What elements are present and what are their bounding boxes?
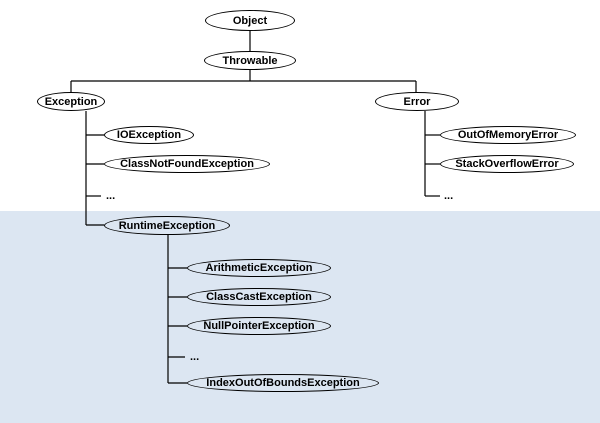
runtime-more-ellipsis: ... xyxy=(190,351,200,363)
node-classcast-exception: ClassCastException xyxy=(187,288,331,306)
node-stackoverflow-error: StackOverflowError xyxy=(440,155,574,173)
error-more-ellipsis: ... xyxy=(444,190,454,202)
node-arithmetic-exception: ArithmeticException xyxy=(187,259,331,277)
node-object: Object xyxy=(205,10,295,31)
node-runtime-exception: RuntimeException xyxy=(104,216,230,235)
node-throwable: Throwable xyxy=(204,51,296,70)
node-exception: Exception xyxy=(37,92,105,111)
node-classnotfound-exception: ClassNotFoundException xyxy=(104,155,270,173)
node-error: Error xyxy=(375,92,459,111)
node-nullpointer-exception: NullPointerException xyxy=(187,317,331,335)
node-outofmemory-error: OutOfMemoryError xyxy=(440,126,576,144)
node-ioexception: IOException xyxy=(104,126,194,144)
exception-more-ellipsis: ... xyxy=(106,190,116,202)
node-indexoutofbounds-exception: IndexOutOfBoundsException xyxy=(187,374,379,392)
